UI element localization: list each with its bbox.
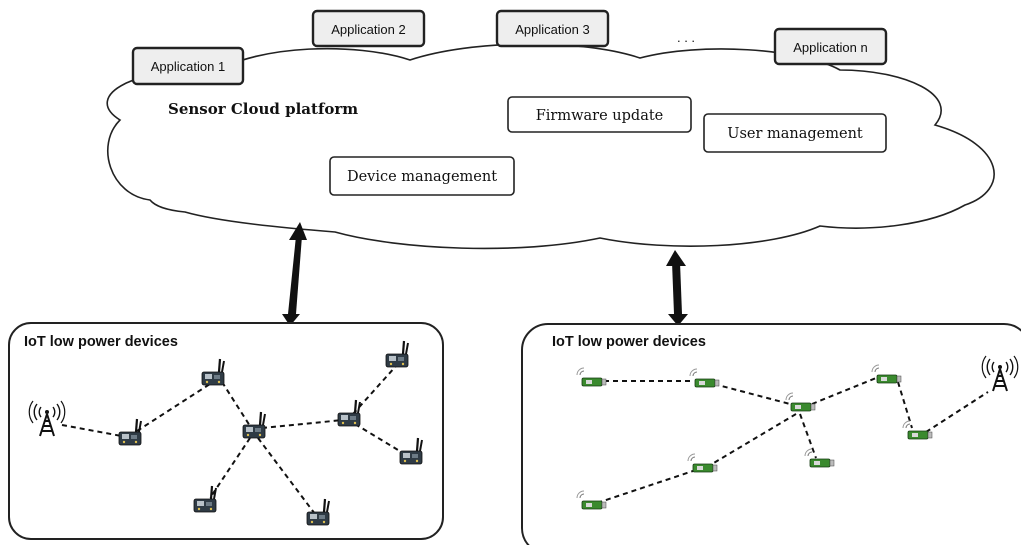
left-iot-panel: IoT low power devices (8, 322, 444, 540)
ellipsis: . . . (677, 30, 695, 45)
panel-title: IoT low power devices (24, 334, 178, 350)
application-3-box: Application 3 (495, 9, 610, 48)
service-label: Firmware update (536, 108, 664, 124)
application-1-box: Application 1 (131, 46, 245, 86)
application-label: Application n (793, 40, 867, 55)
application-label: Application 1 (151, 59, 225, 74)
panel-title: IoT low power devices (552, 334, 706, 350)
service-label: Device management (347, 169, 497, 185)
application-label: Application 2 (331, 22, 405, 37)
service-user-management: User management (703, 113, 887, 153)
right-mesh-links (599, 377, 989, 503)
service-device-management: Device management (329, 156, 515, 196)
service-firmware-update: Firmware update (507, 96, 692, 133)
application-label: Application 3 (515, 22, 589, 37)
cloud-title: Sensor Cloud platform (168, 100, 358, 118)
application-2-box: Application 2 (311, 9, 426, 48)
service-label: User management (727, 126, 863, 142)
left-bidirectional-arrow (282, 222, 307, 326)
right-iot-panel: IoT low power devices (521, 323, 1021, 545)
right-bidirectional-arrow (666, 250, 688, 326)
application-n-box: Application n (773, 27, 888, 66)
